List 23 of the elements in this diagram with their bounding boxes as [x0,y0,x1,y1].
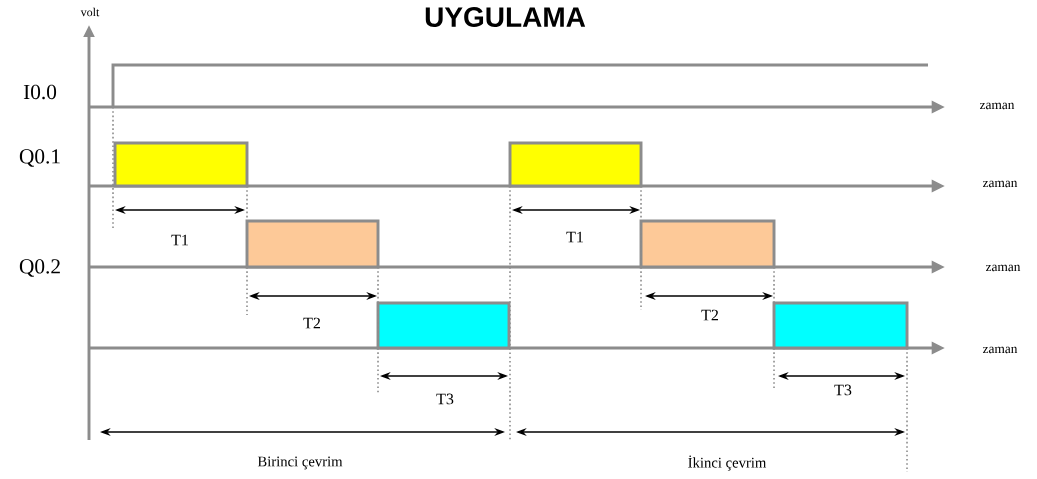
pulse [113,141,249,188]
dimension-label: T1 [566,231,583,243]
dimension-label: T3 [834,384,852,396]
pulse [772,301,909,350]
dimension-label: T3 [436,393,454,405]
pulse [639,219,776,269]
pulse [508,141,643,188]
pulse [245,219,380,269]
axis-label: zaman [982,346,1018,354]
axis-label: zaman [979,102,1015,110]
axis-label: volt [80,7,100,17]
title: UYGULAMA [425,7,586,27]
signal-label: Q0.2 [19,259,60,277]
axis-label: zaman [982,180,1018,188]
axis-label: zaman [985,264,1021,272]
dimension-label: T2 [701,309,718,321]
dimension-label: T1 [171,234,188,246]
signal-label: Q0.1 [19,149,60,167]
cycle-label: Birinci çevrim [257,456,343,470]
signal-label: I0.0 [23,84,57,100]
dimension-label: T2 [303,317,320,329]
pulse [376,301,511,350]
cycle-label: İkinci çevrim [688,455,767,471]
